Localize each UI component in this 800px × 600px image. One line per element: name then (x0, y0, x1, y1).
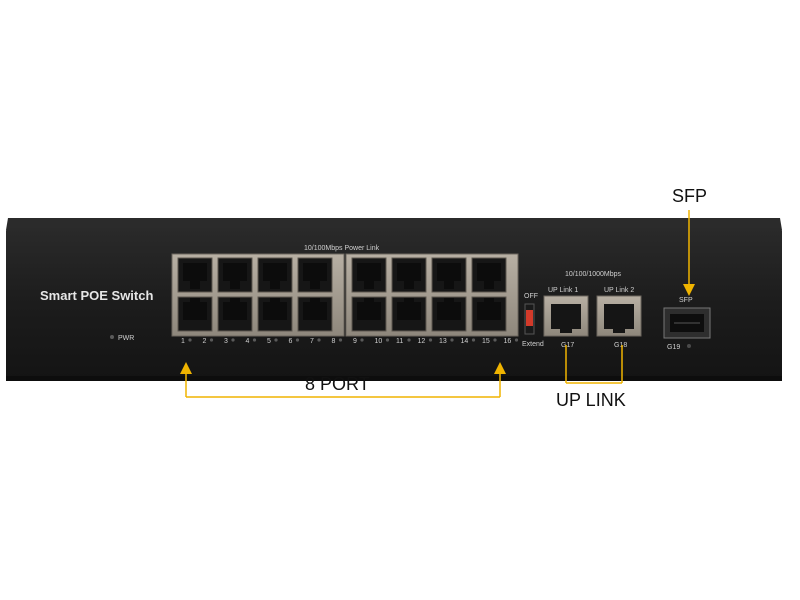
uplink2-number: G18 (614, 342, 627, 349)
port-number-label: 15 (482, 338, 490, 345)
port-led (514, 338, 519, 342)
port-number-label: 4 (246, 338, 250, 345)
port-led (252, 338, 257, 342)
rj45-port[interactable] (257, 257, 293, 293)
port-number-label: 3 (224, 338, 228, 345)
rj45-port[interactable] (391, 296, 427, 332)
rj45-port[interactable] (391, 257, 427, 293)
port-led (360, 338, 364, 342)
rj45-port[interactable] (177, 296, 213, 332)
uplink1-port[interactable] (543, 295, 589, 337)
rj45-port[interactable] (257, 296, 293, 332)
port-number-label: 8 (332, 338, 336, 345)
rj45-port[interactable] (471, 257, 507, 293)
rj45-port[interactable] (297, 257, 333, 293)
port-number-label: 7 (310, 338, 314, 345)
pwr-led (110, 335, 114, 339)
port-number-label: 2 (203, 338, 207, 345)
port-led (295, 338, 300, 342)
port-number-label: 6 (289, 338, 293, 345)
switch-extend-label: Extend (522, 341, 544, 348)
rj45-port[interactable] (431, 257, 467, 293)
port-led (450, 338, 454, 342)
uplink-speed-label: 10/100/1000Mbps (565, 271, 622, 278)
rj45-port[interactable] (217, 296, 253, 332)
port-led (231, 338, 235, 342)
port-number-label: 14 (461, 338, 469, 345)
rj45-port[interactable] (297, 296, 333, 332)
uplink1-label: UP Link 1 (548, 287, 578, 294)
port-led (385, 338, 390, 342)
port-number-label: 10 (375, 338, 383, 345)
rj45-port[interactable] (177, 257, 213, 293)
port-led (317, 338, 321, 342)
port-number-label: 1 (181, 338, 185, 345)
port-led (471, 338, 476, 342)
rj45-port[interactable] (351, 257, 387, 293)
rj45-port[interactable] (431, 296, 467, 332)
port-number-label: 5 (267, 338, 271, 345)
uplink-annotation: UP LINK (556, 390, 626, 410)
sfp-panel-label: SFP (679, 297, 693, 304)
switch-off-label: OFF (524, 293, 538, 300)
port-led (407, 338, 411, 342)
uplink2-port[interactable] (596, 295, 642, 337)
port-led (188, 338, 192, 342)
rj45-port[interactable] (471, 296, 507, 332)
uplink1-number: G17 (561, 342, 574, 349)
sfp-port[interactable] (663, 307, 711, 339)
brand-label: Smart POE Switch (40, 288, 153, 303)
rj45-port[interactable] (217, 257, 253, 293)
port-number-label: 12 (418, 338, 426, 345)
port-number-label: 11 (396, 338, 403, 345)
port-led (338, 338, 343, 342)
sfp-number: G19 (667, 344, 680, 351)
ports-annotation: 8 PORT (305, 374, 370, 394)
extend-switch-knob (526, 310, 533, 326)
port-led (428, 338, 433, 342)
ports-bracket (180, 362, 506, 398)
uplink-bracket (565, 345, 623, 384)
poe-ports-label: 10/100Mbps Power Link (304, 245, 380, 252)
uplink2-label: UP Link 2 (604, 287, 634, 294)
port-number-label: 16 (504, 338, 512, 345)
port-led (209, 338, 214, 342)
port-led (274, 338, 278, 342)
rj45-port[interactable] (351, 296, 387, 332)
port-number-label: 13 (439, 338, 447, 345)
sfp-led (687, 344, 691, 348)
pwr-label: PWR (118, 335, 134, 342)
port-led (493, 338, 497, 342)
sfp-annotation: SFP (672, 186, 707, 206)
port-number-label: 9 (353, 338, 357, 345)
